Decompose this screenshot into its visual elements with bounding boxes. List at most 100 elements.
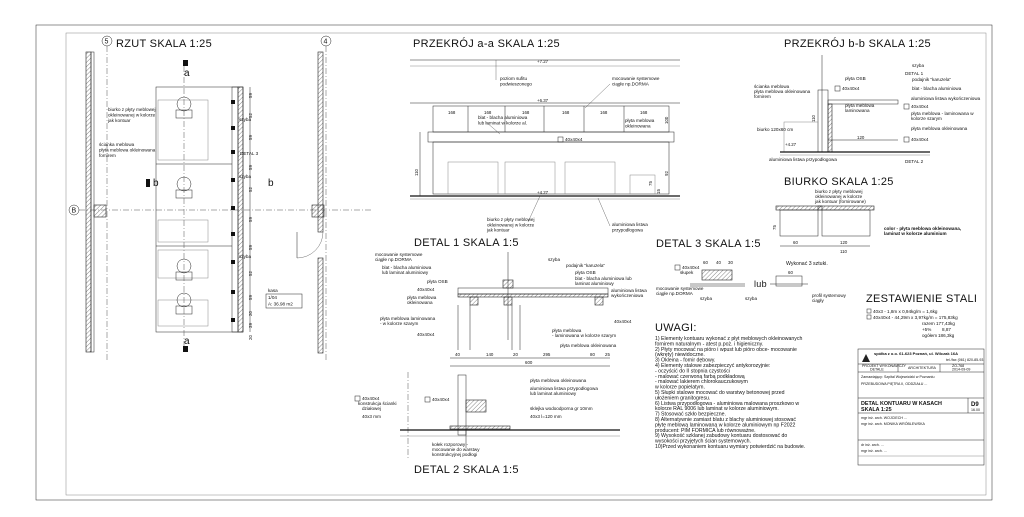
- note-line: 1) Elementy kontuaru wykonać z płyt mebl…: [655, 336, 802, 342]
- label-line: płyta meblowa okleinowana: [754, 89, 811, 94]
- plan-label-glass-1: szyba: [239, 117, 251, 122]
- d3-label-mount: mocowanie systemowe ciągłe np.DORMA: [656, 286, 705, 296]
- label-line: biurko z płyty meblowej: [815, 189, 863, 194]
- counter-drawer: [629, 174, 656, 195]
- detail2-view: DETAL 2 SKALA 1:5 płyta meblowa okleinow…: [354, 372, 620, 476]
- d3-label-profile: profil systemowy ciągły: [812, 293, 847, 303]
- label-line: blat - blacha aluminiowa lub: [575, 276, 632, 281]
- counter-front: [432, 141, 670, 195]
- label-line: 40x40x4: [682, 265, 700, 270]
- d1-label-post: 40x40x4: [417, 287, 435, 292]
- label-line: działowej: [362, 406, 381, 411]
- detail3-view: DETAL 3 SKALA 1:5 60 40 30 60 40x40x4 sł…: [656, 238, 847, 303]
- steel-marker: [866, 314, 872, 320]
- counter-desk-2: [504, 161, 556, 195]
- tb-person2: mgr inż. arch. MONIKA WRÓBLEWSKA: [861, 421, 926, 426]
- d2-label-post3: 40x3 mm: [362, 414, 381, 419]
- plan-wall-right-lower: [317, 257, 324, 354]
- bb-label-panel2: płyta meblowa - laminowana w kolorze sza…: [911, 111, 975, 121]
- d2-label-strip: aluminiowa listwa przypodłogowa lub lami…: [530, 386, 599, 396]
- label-line: mocowanie systemowe: [656, 286, 704, 291]
- bb-label-osb: płyta OSB: [845, 76, 866, 81]
- label-line: mocowanie systemowe: [375, 252, 423, 257]
- plan-cut-a-bottom-mark: [183, 346, 188, 352]
- plan-label-glass-3: szyba: [239, 254, 251, 259]
- d2-label-len: 40x3 l=120 mm: [530, 414, 562, 419]
- tb-person4: mgr inż. arch. ...: [861, 449, 887, 453]
- label-line: - laminowana w kolorze szarym: [552, 333, 616, 338]
- bb-label-floor: aluminiowa listwa przypodłogowa: [769, 157, 837, 162]
- d2-label-post2: 40x40x4: [432, 397, 450, 402]
- label-line: laminat w kolorze aluminium: [884, 231, 947, 236]
- label-line: jak kontuar (fornirowane): [814, 199, 866, 204]
- desk-side: [779, 209, 819, 237]
- label-line: aluminiowa listwa przypodłogowa: [530, 386, 598, 391]
- glazing-posts: [467, 106, 625, 132]
- leader: [485, 121, 501, 135]
- counter-top: [427, 131, 675, 143]
- desk-side-top: [775, 205, 823, 211]
- dim: 20: [513, 352, 518, 357]
- bb-label-wall: ścianka meblowa płyta meblowa okleinowan…: [754, 84, 811, 99]
- label-line: aluminiowa listwa: [612, 222, 648, 227]
- label-line: ciągłe np.DORMA: [656, 291, 694, 296]
- tb-person1: mgr inż. arch. WOJCIECH ...: [861, 416, 907, 420]
- dim: 15: [656, 189, 661, 194]
- label-line: okleinowana: [407, 300, 433, 305]
- section-aa-view: PRZEKRÓJ a-a SKALA 1:25 +7.27 +6.37 168 …: [410, 37, 680, 233]
- steel-sum-value: 177,43kg: [936, 321, 955, 326]
- label-line: okleinowanej w kolorze: [815, 194, 863, 199]
- notes-lines: 1) Elementy kontuaru wykonać z płyt mebl…: [655, 336, 805, 450]
- section-aa-label-ceiling: poziom sufitu podwieszonego: [500, 76, 532, 86]
- desk-caption: Wykonać 3 sztuki.: [786, 261, 828, 267]
- d3-profile: [775, 275, 803, 287]
- plan-cut-b-right: b: [268, 178, 274, 189]
- dim: 80: [590, 352, 595, 357]
- section-aa-label-alu: blat - blacha aluminiowa lub laminat w k…: [478, 115, 529, 125]
- detail2-title: DETAL 2 SKALA 1:5: [414, 464, 519, 476]
- bb-label-holder: podajnik "karuzela": [912, 77, 951, 82]
- steel-extra-value: 8,87: [942, 327, 951, 332]
- plan-wall-right: [317, 51, 324, 233]
- label-line: DETALE: [870, 368, 884, 372]
- note-line: 6) Listwa przypodłogowa - aluminiowa mal…: [655, 401, 799, 407]
- company-logo: [862, 354, 870, 362]
- d1-label-panel3: płyta meblowa okleinowana: [560, 343, 617, 348]
- plan-label-wall: ścianka meblowa płyta meblowa okleinowan…: [99, 142, 156, 158]
- d1-top: [457, 287, 609, 295]
- plan-dim: 39: [248, 323, 253, 328]
- tb-contact: tel./fax (061) 820-85-93: [946, 358, 983, 362]
- label-line: color - płyta meblowa okleinowana,: [884, 226, 961, 231]
- bb-label-panel3: płyta meblowa okleinowana: [911, 126, 968, 131]
- steel-sum-label: razem: [922, 321, 935, 326]
- label-line: lub laminat aluminiowy: [530, 391, 577, 396]
- steel-row1: 40x3 - 1,8m x 0,94kg/m = 1,6kg: [873, 309, 938, 314]
- label-line: laminat aluminiowy: [575, 281, 615, 286]
- label-line: lub laminat w kolorze al.: [478, 120, 527, 125]
- d1-label-glass: szyba: [548, 257, 560, 262]
- section-bb-view: PRZEKRÓJ b-b SKALA 1:25 +4.27 120 110 sz…: [754, 37, 981, 164]
- plan-dim: 59: [248, 245, 253, 250]
- plan-room-label: kasa 1/04 A: 36.98 m2: [265, 288, 303, 309]
- label-line: 2014-09-09: [952, 368, 970, 372]
- plan-dim: 59: [248, 217, 253, 222]
- plan-wall-left-lining: [90, 51, 95, 353]
- dim: 140: [486, 352, 494, 357]
- post-marker: [557, 136, 564, 143]
- d2-label-panel: płyta meblowa okleinowana: [530, 378, 587, 383]
- dim: 295: [543, 352, 551, 357]
- dim: 100: [664, 116, 669, 124]
- label-line: profil systemowy: [812, 293, 847, 298]
- leader: [597, 197, 611, 227]
- dim: 168: [640, 110, 648, 115]
- d1-label-top: blat - blacha aluminiowa lub laminat alu…: [382, 265, 433, 275]
- steel-schedule: ZESTAWIENIE STALI 40x3 - 1,8m x 0,94kg/m…: [866, 293, 977, 338]
- label-line: mocowanie do warstwy: [432, 447, 480, 452]
- label-line: płyta meblowa: [552, 328, 582, 333]
- d1-label-panel: płyta meblowa okleinowana: [407, 295, 438, 305]
- plan-label-desk-l3: jak kontuar: [107, 118, 131, 123]
- label-line: biurko z płyty meblowej: [487, 217, 535, 222]
- d1-label-laminate: płyta meblowa laminowana - w kolorze sza…: [380, 316, 436, 326]
- bb-label-glass: szyba: [912, 63, 924, 68]
